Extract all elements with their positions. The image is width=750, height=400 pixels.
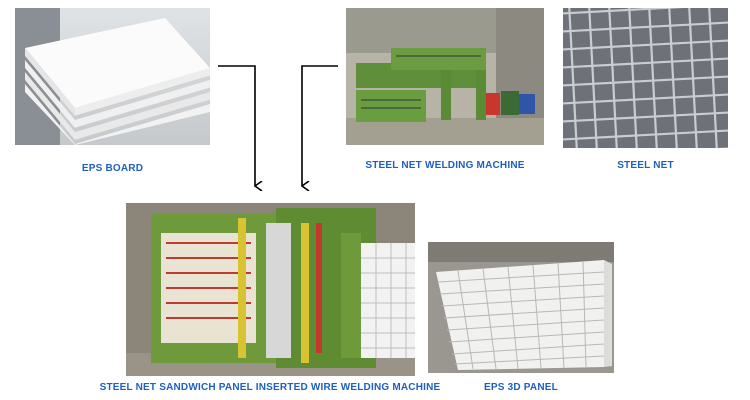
eps-3d-panel-label: EPS 3D PANEL bbox=[484, 382, 558, 393]
sandwich-panel-machine-photo bbox=[126, 203, 415, 376]
eps-board-label: EPS BOARD bbox=[81, 163, 144, 174]
steel-net-label: STEEL NET bbox=[617, 160, 674, 171]
sandwich-panel-machine-label: STEEL NET SANDWICH PANEL INSERTED WIRE W… bbox=[99, 382, 441, 393]
steel-net-welding-machine-photo bbox=[346, 8, 544, 145]
steel-net-welding-machine-label: STEEL NET WELDING MACHINE bbox=[365, 160, 525, 171]
eps-3d-panel-photo bbox=[428, 242, 614, 373]
arrow-from-eps-board bbox=[218, 65, 255, 186]
eps-board-photo bbox=[15, 8, 210, 145]
arrow-from-welding-machine bbox=[302, 65, 338, 186]
steel-net-photo bbox=[563, 8, 728, 148]
